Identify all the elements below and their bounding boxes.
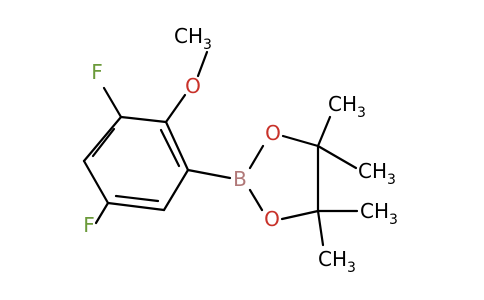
o-c-bond-bottom bbox=[280, 209, 320, 221]
b-o-bond-bottom bbox=[248, 188, 264, 212]
boron-label: B bbox=[233, 167, 247, 191]
o-ch3-bond bbox=[196, 50, 209, 78]
methyl-1-label: CH3 bbox=[328, 92, 366, 121]
ring-bond bbox=[82, 115, 123, 163]
ring-oxygen-bottom-label: O bbox=[264, 207, 280, 231]
b-o-bond-top bbox=[248, 144, 265, 170]
methoxy-oxygen-label: O bbox=[185, 74, 201, 98]
c-f-bond-bottom bbox=[94, 201, 110, 225]
c-o-methoxy-bond bbox=[164, 93, 187, 124]
fluorine-bottom-label: F bbox=[83, 213, 95, 237]
o-c-bond-top bbox=[281, 134, 320, 148]
aromatic-double-bond bbox=[159, 128, 181, 168]
bonds bbox=[82, 50, 359, 247]
ring-bond bbox=[164, 120, 190, 172]
methyl-3-label: CH3 bbox=[360, 199, 398, 228]
methyl-2-label: CH3 bbox=[358, 159, 396, 188]
ring-bond bbox=[162, 168, 190, 212]
ring-bond bbox=[82, 159, 110, 205]
fluorine-top-label: F bbox=[91, 60, 103, 84]
c-b-bond bbox=[186, 168, 232, 180]
methoxy-methyl-label: CH3 bbox=[174, 24, 212, 53]
ring-oxygen-top-label: O bbox=[265, 121, 281, 145]
ring-bond bbox=[119, 115, 168, 124]
aromatic-double-bond bbox=[91, 127, 116, 158]
aromatic-double-bond bbox=[114, 194, 160, 203]
methyl-bond-1 bbox=[316, 115, 332, 148]
methyl-4-label: CH3 bbox=[318, 247, 356, 276]
c-f-bond-top bbox=[102, 86, 123, 119]
methyl-bond-4 bbox=[316, 209, 325, 247]
ring-bond bbox=[106, 201, 166, 212]
methyl-bond-2 bbox=[316, 144, 358, 170]
